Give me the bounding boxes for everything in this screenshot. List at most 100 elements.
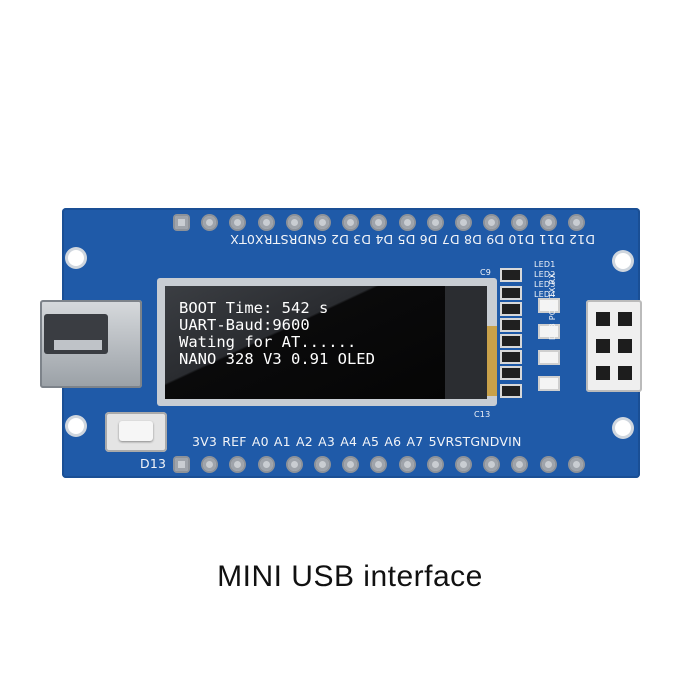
header-pin [372, 216, 386, 229]
pin-label: A2 [296, 434, 313, 449]
pin-label: D3 [353, 232, 371, 247]
led [540, 378, 558, 389]
header-pin [400, 458, 414, 471]
header-pin [428, 458, 442, 471]
mounting-hole [615, 253, 631, 269]
oled-line-2: UART-Baud:9600 [179, 316, 310, 334]
pin-label: A3 [318, 434, 335, 449]
header-pin [259, 216, 273, 229]
header-pin [287, 458, 301, 471]
pin-label: D8 [463, 232, 482, 247]
led-label: LED3 [534, 280, 556, 289]
header-pin [400, 216, 414, 229]
icsp-header [586, 300, 642, 392]
oled-line-3: Wating for AT...... [179, 333, 357, 351]
smd-resistor [502, 288, 520, 298]
pin-label: 5V [428, 434, 446, 449]
header-pin [596, 312, 610, 326]
header-label: POW [548, 300, 557, 321]
header-label: RX [548, 272, 557, 285]
oled-line-1: BOOT Time: 542 s [179, 299, 329, 317]
bottom-pin-labels: 3V3 REF A0 A1 A2 A3 A4 A5 A6 A7 5VRSTGND… [192, 434, 522, 449]
header-pin [485, 458, 499, 471]
pin-label: D5 [397, 232, 416, 247]
led [540, 300, 558, 311]
header-pin [618, 339, 632, 353]
pin-label-d13: D13 [140, 456, 167, 471]
mini-usb-connector [40, 300, 142, 388]
header-pin [203, 458, 217, 471]
header-pin [541, 216, 555, 229]
pin-label: D2 [330, 232, 349, 247]
header-pin [175, 458, 188, 471]
header-pin [231, 458, 245, 471]
header-pin [513, 216, 527, 229]
header-pin [596, 339, 610, 353]
smd-capacitor [502, 270, 520, 280]
smd-resistor [502, 320, 520, 330]
header-pin [231, 216, 245, 229]
smd-resistor [502, 304, 520, 314]
top-pin-labels: D12 D11 D10 D9 D8 D7 D6 D5 D4 D3 D2 GNDR… [160, 232, 595, 247]
label-c13: C13 [474, 410, 491, 419]
oled-glass-edge [445, 286, 487, 399]
header-label: TX [548, 287, 557, 298]
smd-resistor [502, 336, 520, 346]
mounting-hole [68, 250, 84, 266]
header-pin [175, 216, 188, 229]
mounting-hole [615, 420, 631, 436]
pin-label: D9 [486, 232, 505, 247]
pin-label: TX [230, 232, 247, 247]
header-pin [344, 458, 358, 471]
pin-label: VIN [499, 434, 522, 449]
pin-label: GND [297, 232, 327, 247]
header-pin [569, 216, 583, 229]
pin-label: D6 [419, 232, 438, 247]
pin-label: A1 [273, 434, 291, 449]
header-pin [569, 458, 583, 471]
header-pin [372, 458, 386, 471]
oled-screen: BOOT Time: 542 s UART-Baud:9600 Wating f… [165, 286, 445, 399]
header-pin [287, 216, 301, 229]
reset-button-cap [119, 421, 153, 441]
header-pin [316, 458, 329, 471]
led-label: LED4 [534, 290, 556, 299]
pin-label: GND [470, 434, 500, 449]
header-pin [457, 216, 470, 229]
oled-flex-cable [487, 326, 497, 396]
header-pin [203, 216, 217, 229]
header-pin [344, 216, 358, 229]
led [540, 352, 558, 363]
header-labels: D13 POW TX RX [548, 273, 557, 340]
pin-label: A0 [251, 434, 269, 449]
header-pin [596, 366, 610, 380]
oled-line-4: NANO 328 V3 0.91 OLED [179, 350, 375, 368]
pin-label: REF [222, 434, 247, 449]
label-c9: C9 [480, 268, 492, 277]
header-pin [259, 458, 273, 471]
pin-label: RST [445, 434, 471, 449]
pin-label: A6 [384, 434, 402, 449]
smd-resistor [502, 352, 520, 362]
pin-label: A7 [406, 434, 424, 449]
pin-label: D11 [538, 232, 565, 247]
pin-label: RX0 [246, 232, 273, 247]
led-label: LED1 [534, 260, 556, 269]
mounting-hole [68, 418, 84, 434]
header-pin [513, 458, 527, 471]
pin-label: 3V3 [192, 434, 218, 449]
usb-tongue [54, 340, 102, 350]
usb-port-opening [44, 314, 108, 354]
smd-resistor [502, 368, 520, 378]
pin-label: D7 [441, 232, 460, 247]
led-label: LED2 [534, 270, 556, 279]
header-label: D13 [548, 323, 557, 340]
header-pin [457, 458, 470, 471]
pin-label: D12 [568, 232, 595, 247]
header-pin [485, 216, 499, 229]
smd-capacitor [502, 386, 520, 396]
header-pin [618, 312, 632, 326]
header-pin [316, 216, 329, 229]
pin-label: A5 [362, 434, 380, 449]
led [540, 326, 558, 337]
